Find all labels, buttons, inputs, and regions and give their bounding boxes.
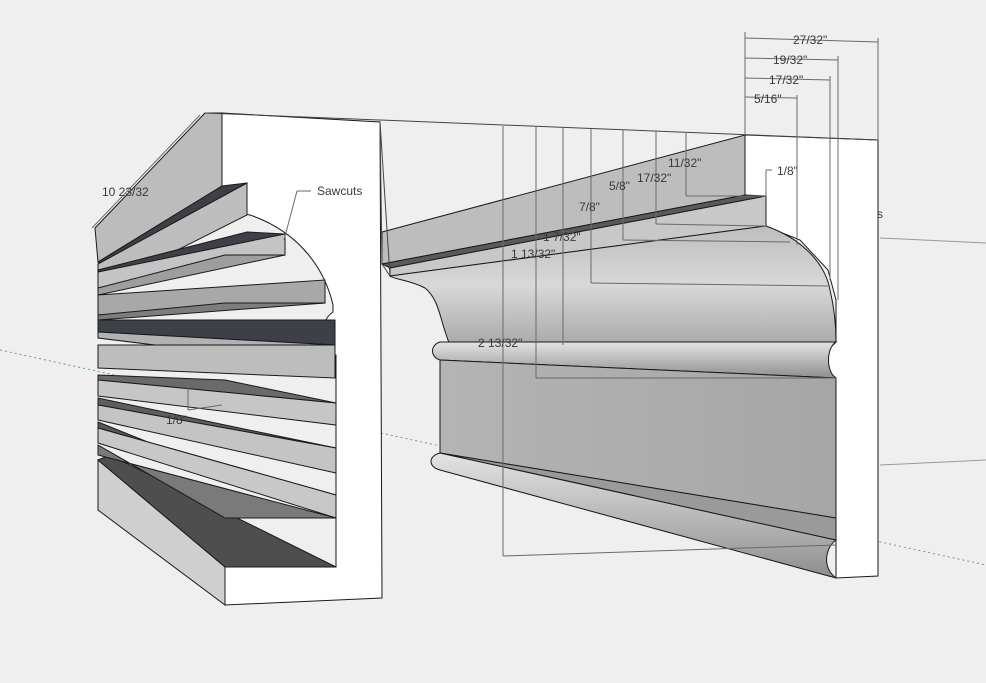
dim-label-2-13-32: 2 13/32" [478,336,522,350]
dim-label-19-32: 19/32" [773,53,807,67]
sawcuts-label: Sawcuts [317,184,362,198]
right-lower-bead [430,452,838,579]
top-edge-line [204,112,879,141]
background-edge-line [879,237,986,244]
left-length-dimension-line [91,114,201,229]
right-moulding-piece: 27/32" 19/32" 17/32" 5/16" 11/32" 1/8" 5… [204,32,883,579]
sawcuts-leader-line [283,190,298,241]
dim-line-17-32-top [744,77,831,81]
fin-underside [97,302,326,321]
dim-label-1-7-32: 1 7/32" [543,230,581,244]
background-edge-line [879,459,986,466]
fin-underside [97,254,286,296]
dim-label-17-32-top: 17/32" [769,73,803,87]
dim-label-5-8: 5/8" [609,179,630,193]
fin-face [97,404,337,474]
dim-label-27-32: 27/32" [793,33,827,47]
fin-underside [97,444,337,519]
left-length-label: 10 23/32 [102,185,149,199]
partial-label: s [877,207,883,221]
fin-face [97,379,337,426]
left-moulding-piece: 10 23/32 1/8" Sawcuts [91,112,383,606]
right-lower-shadow [439,452,837,541]
dim-line-5-16 [744,96,798,99]
dim-label-7-8: 7/8" [579,200,600,214]
dim-label-1-8: 1/8" [777,164,798,178]
dim-label-5-16: 5/16" [754,92,782,106]
dim-line-19-32 [744,57,839,61]
dim-label-1-13-32: 1 13/32" [511,247,555,261]
kerf-label: 1/8" [166,413,187,427]
dim-label-11-32: 11/32" [668,156,701,170]
dim-line-27-32 [744,37,879,43]
dim-label-17-32: 17/32" [637,171,671,185]
fin-face [97,344,336,379]
left-end-face [221,112,383,606]
